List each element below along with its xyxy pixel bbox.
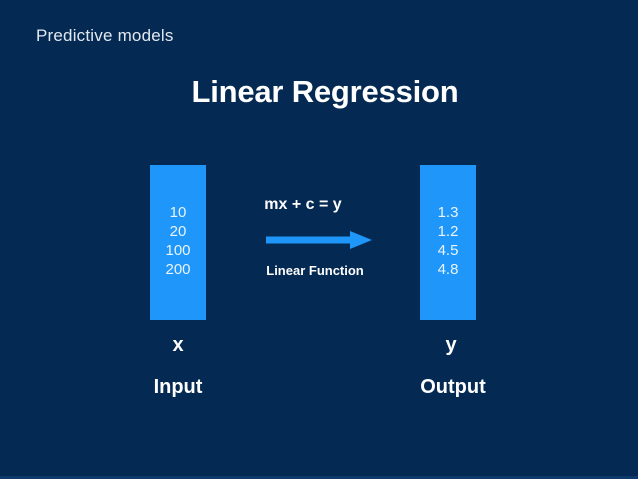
equation-label: mx + c = y	[264, 196, 342, 213]
slide-title: Linear Regression	[191, 74, 459, 109]
arrow-right-icon	[266, 231, 372, 249]
output-value-box: 1.3 1.2 4.5 4.8	[420, 165, 476, 320]
slide-subtitle: Predictive models	[36, 26, 174, 45]
output-value: 1.3	[437, 204, 459, 221]
input-value: 20	[169, 223, 187, 240]
input-value-list: 10 20 100 200	[128, 203, 228, 279]
output-value: 4.8	[437, 261, 459, 278]
output-variable-label: y	[445, 334, 457, 356]
input-value: 100	[165, 242, 191, 259]
input-value: 10	[169, 204, 187, 221]
input-value-box: 10 20 100 200	[150, 165, 206, 320]
output-value-list: 1.3 1.2 4.5 4.8	[398, 203, 498, 279]
bottom-divider	[0, 476, 638, 479]
output-value: 4.5	[437, 242, 459, 259]
output-role-label: Output	[420, 376, 486, 398]
function-label: Linear Function	[266, 263, 364, 278]
input-value: 200	[165, 261, 191, 278]
output-value: 1.2	[437, 223, 459, 240]
input-variable-label: x	[172, 334, 184, 356]
input-role-label: Input	[153, 376, 203, 398]
